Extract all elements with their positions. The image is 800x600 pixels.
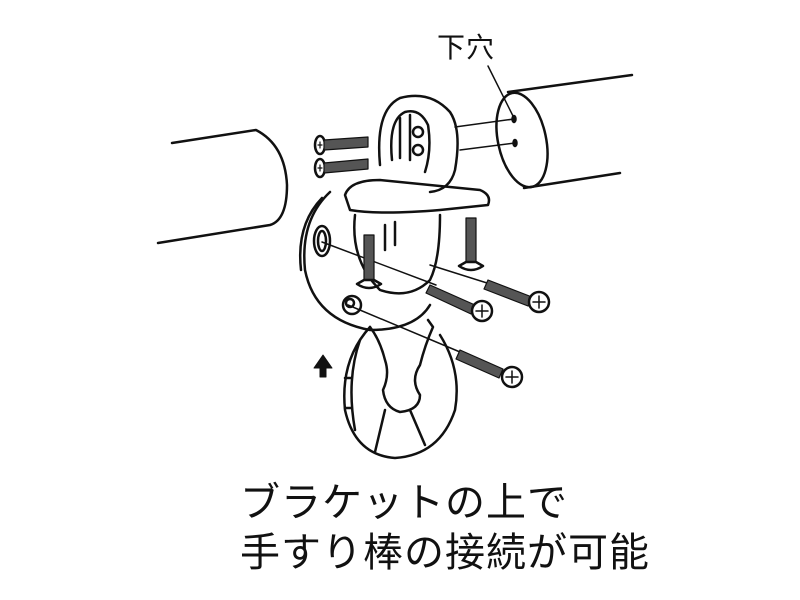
caption: ブラケットの上で 手すり棒の接続が可能 xyxy=(240,478,650,578)
screw-2 xyxy=(313,157,369,179)
caption-line-2: 手すり棒の接続が可能 xyxy=(240,530,650,576)
screw-7 xyxy=(455,349,524,389)
screws xyxy=(313,134,551,389)
up-arrow-icon xyxy=(313,354,333,378)
bracket-holder xyxy=(343,94,491,295)
screw-5 xyxy=(425,284,494,323)
cover-cap xyxy=(343,318,458,460)
screw-1 xyxy=(313,134,369,156)
right-handrail-bar xyxy=(495,73,634,190)
screw-4 xyxy=(457,217,485,272)
left-handrail-bar xyxy=(156,128,289,245)
caption-line-1: ブラケットの上で xyxy=(240,480,568,526)
screw-6 xyxy=(483,279,551,314)
wall-base-plate xyxy=(299,190,432,332)
guide-lines xyxy=(321,118,526,353)
screw-3 xyxy=(355,234,383,290)
pilot-hole-leader xyxy=(487,65,514,117)
pilot-hole-label: 下穴 xyxy=(437,31,496,64)
